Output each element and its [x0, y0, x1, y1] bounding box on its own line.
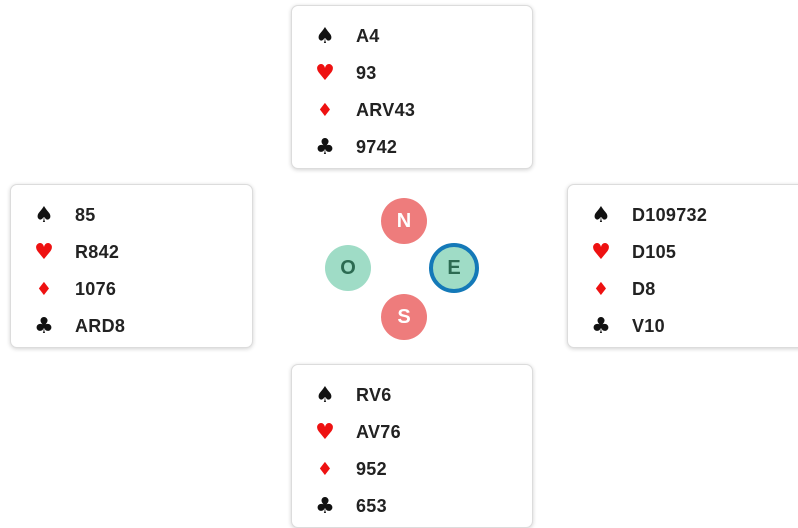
suit-row-diamonds: ♦ 952 [292, 451, 532, 488]
seat-north-button[interactable]: N [381, 198, 427, 244]
cards-clubs: 653 [356, 496, 387, 516]
club-icon: ♣ [591, 313, 611, 339]
heart-icon: ♥ [34, 239, 54, 265]
seat-west-button[interactable]: O [325, 245, 371, 291]
suit-row-hearts: ♥ R842 [11, 234, 252, 271]
diamond-icon: ♦ [592, 278, 610, 300]
heart-icon: ♥ [315, 60, 335, 86]
cards-clubs: ARD8 [75, 316, 126, 336]
seat-east-button[interactable]: E [429, 243, 479, 293]
diamond-icon: ♦ [316, 99, 334, 121]
club-icon: ♣ [34, 313, 54, 339]
cards-spades: 85 [75, 205, 96, 225]
hand-west: ♠ 85 ♥ R842 ♦ 1076 ♣ ARD8 [10, 184, 253, 348]
diamond-icon: ♦ [316, 458, 334, 480]
suit-row-spades: ♠ A4 [292, 18, 532, 55]
heart-icon: ♥ [315, 419, 335, 445]
suit-row-diamonds: ♦ D8 [568, 271, 798, 308]
cards-diamonds: 952 [356, 459, 387, 479]
cards-spades: D109732 [632, 205, 708, 225]
cards-clubs: 9742 [356, 137, 398, 157]
cards-hearts: 93 [356, 63, 377, 83]
suit-row-clubs: ♣ V10 [568, 308, 798, 345]
seat-south-button[interactable]: S [381, 294, 427, 340]
cards-clubs: V10 [632, 316, 665, 336]
suit-row-spades: ♠ 85 [11, 197, 252, 234]
suit-row-diamonds: ♦ ARV43 [292, 92, 532, 129]
suit-row-hearts: ♥ 93 [292, 55, 532, 92]
hand-south: ♠ RV6 ♥ AV76 ♦ 952 ♣ 653 [291, 364, 533, 528]
suit-row-hearts: ♥ AV76 [292, 414, 532, 451]
suit-row-hearts: ♥ D105 [568, 234, 798, 271]
cards-diamonds: D8 [632, 279, 656, 299]
cards-diamonds: ARV43 [356, 100, 416, 120]
cards-diamonds: 1076 [75, 279, 117, 299]
suit-row-clubs: ♣ ARD8 [11, 308, 252, 345]
spade-icon: ♠ [34, 202, 54, 228]
cards-spades: A4 [356, 26, 380, 46]
spade-icon: ♠ [315, 382, 335, 408]
cards-hearts: AV76 [356, 422, 401, 442]
suit-row-spades: ♠ RV6 [292, 377, 532, 414]
suit-row-clubs: ♣ 653 [292, 488, 532, 525]
club-icon: ♣ [315, 134, 335, 160]
diamond-icon: ♦ [35, 278, 53, 300]
spade-icon: ♠ [591, 202, 611, 228]
suit-row-spades: ♠ D109732 [568, 197, 798, 234]
club-icon: ♣ [315, 493, 335, 519]
hand-north: ♠ A4 ♥ 93 ♦ ARV43 ♣ 9742 [291, 5, 533, 169]
heart-icon: ♥ [591, 239, 611, 265]
spade-icon: ♠ [315, 23, 335, 49]
suit-row-diamonds: ♦ 1076 [11, 271, 252, 308]
cards-spades: RV6 [356, 385, 392, 405]
hand-east: ♠ D109732 ♥ D105 ♦ D8 ♣ V10 [567, 184, 798, 348]
cards-hearts: R842 [75, 242, 120, 262]
suit-row-clubs: ♣ 9742 [292, 129, 532, 166]
cards-hearts: D105 [632, 242, 677, 262]
